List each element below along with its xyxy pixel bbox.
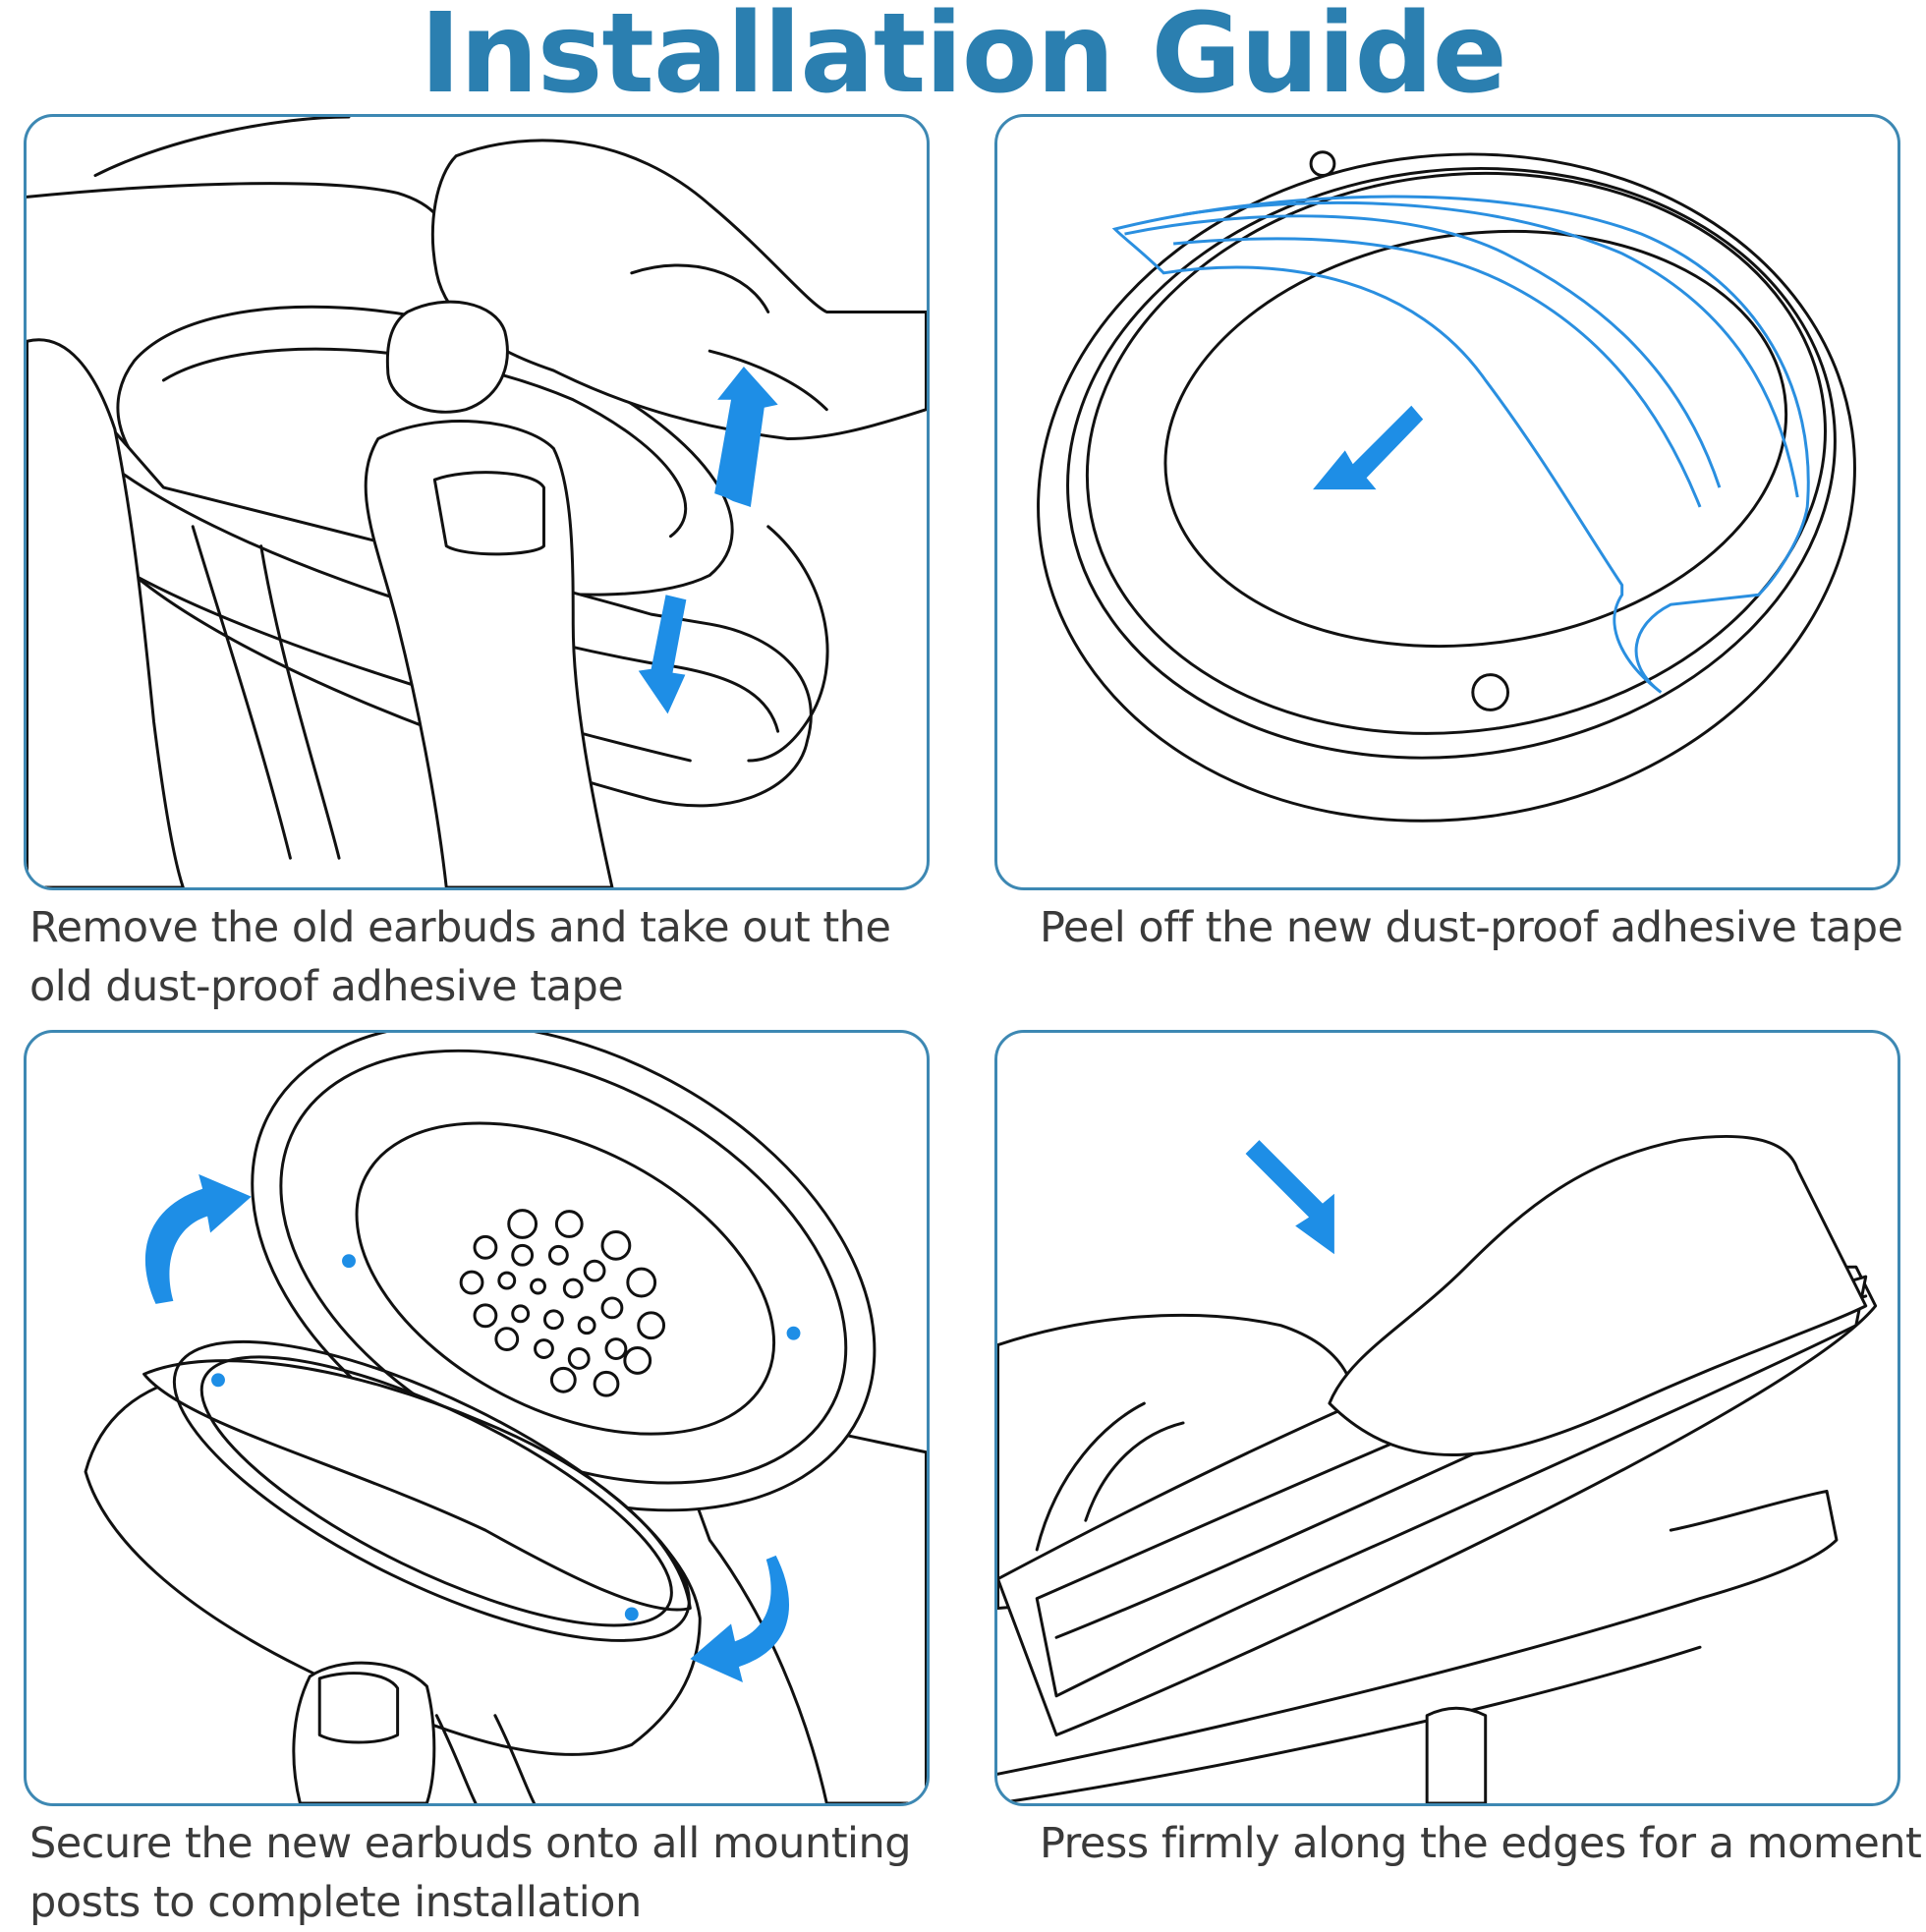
step-1-illustration xyxy=(24,114,930,890)
arrow-down-right-icon xyxy=(1245,1140,1334,1255)
step-3-illustration xyxy=(24,1030,930,1806)
step-1-caption: Remove the old earbuds and take out the … xyxy=(29,903,891,1011)
step-4-illustration xyxy=(994,1030,1900,1806)
step-2-caption: Peel off the new dust-proof adhesive tap… xyxy=(1040,903,1903,952)
earbud-mounting-drawing xyxy=(84,1033,927,1803)
step-4-caption: Press firmly along the edges for a momen… xyxy=(1040,1819,1922,1868)
arrow-up-icon xyxy=(714,367,778,507)
curved-arrow-icon xyxy=(144,1173,252,1304)
arrow-down-left-icon xyxy=(1313,405,1424,490)
arrow-down-icon xyxy=(638,595,687,714)
step-2-illustration xyxy=(994,114,1900,890)
hand-removing-earpad-drawing xyxy=(27,117,927,887)
page-title: Installation Guide xyxy=(420,0,1506,118)
curved-arrow-icon xyxy=(690,1555,790,1682)
earpad-with-tape-drawing xyxy=(1037,150,1856,823)
pressing-earpad-drawing xyxy=(997,1134,1878,1803)
speaker-holes xyxy=(459,1209,666,1397)
step-3-caption: Secure the new earbuds onto all mounting… xyxy=(29,1819,912,1927)
